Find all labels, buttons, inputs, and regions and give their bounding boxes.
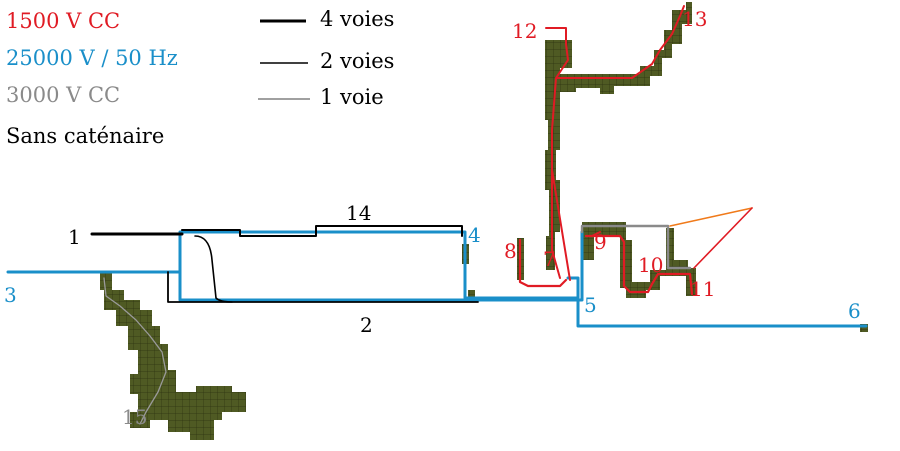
label-6: 6 xyxy=(848,299,861,323)
label-7: 7 xyxy=(543,247,556,271)
label-8: 8 xyxy=(504,239,517,263)
line-dc3000-east xyxy=(580,224,692,270)
line-none-inner xyxy=(194,235,233,303)
terrain-southwest xyxy=(100,272,246,440)
label-1: 1 xyxy=(68,225,81,249)
legend-sans-catenaire: Sans caténaire xyxy=(6,124,164,148)
terrain-north-top xyxy=(545,40,572,68)
line-dc1500-12 xyxy=(545,27,569,279)
label-5: 5 xyxy=(584,293,597,317)
label-14: 14 xyxy=(346,201,371,225)
label-2: 2 xyxy=(360,313,373,337)
label-13: 13 xyxy=(682,7,707,31)
legend-1-voie: 1 voie xyxy=(320,85,384,109)
legend-4-voies: 4 voies xyxy=(320,7,394,31)
annotation-orange-line xyxy=(669,207,753,227)
line-dc1500-east xyxy=(584,234,694,296)
line-ac-3 xyxy=(6,230,467,274)
label-4: 4 xyxy=(468,223,481,247)
legend-1500v: 1500 V CC xyxy=(6,9,120,33)
legend-2-voies: 2 voies xyxy=(320,49,394,73)
terrain-end-4b xyxy=(468,290,475,298)
legend: 1500 V CC 25000 V / 50 Hz 3000 V CC Sans… xyxy=(6,7,394,148)
annotation-red-line xyxy=(693,207,753,269)
legend-3000v: 3000 V CC xyxy=(6,83,120,107)
legend-25000v: 25000 V / 50 Hz xyxy=(6,46,178,70)
label-15: 15 xyxy=(122,405,147,429)
terrain-areas xyxy=(100,2,868,440)
node-labels: 1 2 3 4 5 6 7 8 9 10 11 12 13 14 15 xyxy=(4,7,861,429)
legend-track-samples xyxy=(258,19,310,100)
line-ac-to-5 xyxy=(463,238,580,300)
terrain-end-6 xyxy=(860,324,868,332)
line-dc1500-8 xyxy=(518,238,568,288)
line-dc1500-13 xyxy=(555,5,685,79)
terrain-north-horizontal xyxy=(552,2,692,94)
line-ac-5-loop xyxy=(576,230,584,302)
line-dc1500-7 xyxy=(551,169,571,281)
label-9: 9 xyxy=(594,230,607,254)
label-10: 10 xyxy=(638,253,663,277)
label-12: 12 xyxy=(512,19,537,43)
line-dc3000-15 xyxy=(103,277,167,425)
track-lines xyxy=(6,5,868,425)
label-11: 11 xyxy=(690,277,715,301)
line-none-2 xyxy=(167,271,479,303)
label-3: 3 xyxy=(4,283,17,307)
line-none-14 xyxy=(181,225,463,237)
line-dc1500-9 xyxy=(585,231,601,237)
